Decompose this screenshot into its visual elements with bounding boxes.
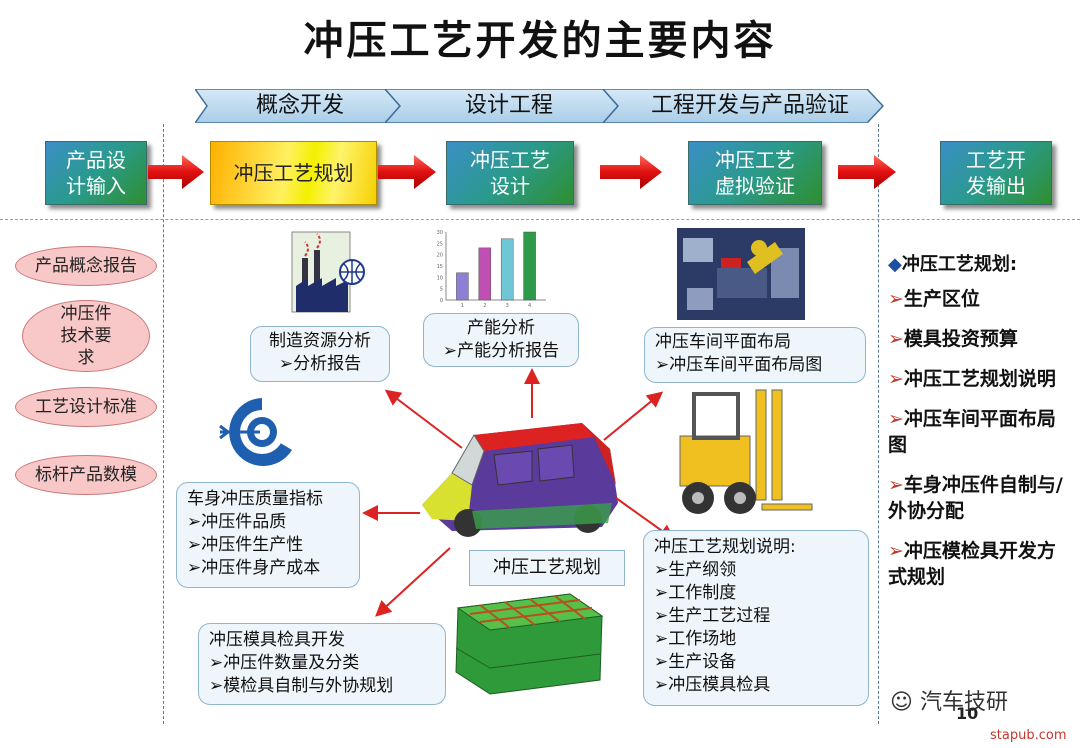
right-panel-item: ➢模具投资预算 xyxy=(888,328,1018,350)
arrowhead-icon: ➢ xyxy=(888,368,904,390)
flow-arrow-2 xyxy=(378,155,436,189)
right-panel-title: ◆冲压工艺规划: xyxy=(888,254,1018,275)
phase-chevron-concept xyxy=(195,89,402,123)
planning-description-title: 冲压工艺规划说明: xyxy=(654,537,796,557)
arrow-to-resource xyxy=(384,389,463,449)
mold-development-item: ➢模检具自制与外协规划 xyxy=(209,676,394,696)
planning-description-item: ➢工作场地 xyxy=(654,629,737,649)
arrow-to-layout xyxy=(603,391,664,441)
quality-index-item: ➢冲压件生产性 xyxy=(187,535,304,555)
stage-process-output: 工艺开发输出 xyxy=(940,141,1052,205)
workshop-layout-item: ➢冲压车间平面布局图 xyxy=(655,355,823,375)
right-panel-item: ➢冲压模检具开发方式规划 xyxy=(888,540,1056,588)
right-panel-item: ➢冲压车间平面布局图 xyxy=(888,408,1056,456)
arrowhead-icon: ➢ xyxy=(888,328,904,350)
car-body-image xyxy=(422,423,618,537)
stage-process-planning: 冲压工艺规划 xyxy=(210,141,377,205)
input-design-standard: 工艺设计标准 xyxy=(15,387,157,427)
right-panel-item: ➢车身冲压件自制与/外协分配 xyxy=(888,474,1063,522)
quality-index-item: ➢冲压件品质 xyxy=(187,512,287,532)
arrowhead-icon: ➢ xyxy=(888,474,904,496)
phase-chevron-bar xyxy=(195,89,885,123)
chart-ytick-label: 5 xyxy=(440,287,443,293)
diamond-icon: ◆ xyxy=(888,254,902,275)
center-label: 冲压工艺规划 xyxy=(469,550,625,586)
chart-ytick-label: 0 xyxy=(440,298,443,304)
chart-ytick-label: 25 xyxy=(437,241,443,247)
factory-icon xyxy=(291,231,365,313)
target-icon xyxy=(219,398,292,466)
chart-category-label: 1 xyxy=(461,303,464,308)
divider-horizontal xyxy=(0,219,1080,220)
flow-arrow-4 xyxy=(838,155,896,189)
quality-index-box: 车身冲压质量指标 ➢冲压件品质 ➢冲压件生产性 ➢冲压件身产成本 xyxy=(176,482,360,588)
forklift-image xyxy=(679,389,813,514)
page-number: 10 xyxy=(956,704,979,723)
chart-category-label: 3 xyxy=(506,303,509,308)
phase-design: 设计工程 xyxy=(464,93,553,118)
chart-ytick-label: 30 xyxy=(437,230,443,236)
page-title: 冲压工艺开发的主要内容 xyxy=(303,17,777,64)
flow-arrow-1 xyxy=(148,155,204,189)
watermark: ☺ 汽车技研 xyxy=(890,690,1008,715)
chart-bar xyxy=(478,247,492,301)
input-concept-report: 产品概念报告 xyxy=(15,246,157,286)
resource-analysis-title: 制造资源分析 xyxy=(269,331,371,351)
chart-category-label: 2 xyxy=(483,303,486,308)
chart-bar xyxy=(523,231,536,301)
arrowhead-icon: ➢ xyxy=(888,288,904,310)
capacity-analysis-box: 产能分析 ➢产能分析报告 xyxy=(423,313,579,367)
chart-category-label: 4 xyxy=(528,303,531,308)
arrowhead-icon: ➢ xyxy=(888,408,904,430)
phase-chevron-engineering xyxy=(601,89,885,123)
stamping-mold-image xyxy=(455,593,604,695)
mold-development-item: ➢冲压件数量及分类 xyxy=(209,653,360,673)
resource-analysis-box: 制造资源分析 ➢分析报告 xyxy=(250,326,390,382)
stage-product-input: 产品设计输入 xyxy=(45,141,147,205)
flow-arrow-3 xyxy=(600,155,662,189)
chart-ytick-label: 10 xyxy=(437,275,443,281)
stage-virtual-validation: 冲压工艺虚拟验证 xyxy=(688,141,822,205)
right-panel-item: ➢生产区位 xyxy=(888,288,980,310)
right-panel: ◆冲压工艺规划: ➢生产区位 ➢模具投资预算 ➢冲压工艺规划说明 ➢冲压车间平面… xyxy=(888,250,1068,590)
planning-description-item: ➢工作制度 xyxy=(654,583,737,603)
workshop-layout-box: 冲压车间平面布局 ➢冲压车间平面布局图 xyxy=(644,327,866,383)
phase-chevron-design xyxy=(383,89,620,123)
capacity-analysis-item: ➢产能分析报告 xyxy=(442,341,560,361)
flow-arrows xyxy=(148,155,896,189)
input-tech-requirements: 冲压件技术要求 xyxy=(22,300,150,372)
planning-description-item: ➢生产设备 xyxy=(654,652,737,672)
chart-ytick-label: 15 xyxy=(437,264,443,270)
capacity-bar-chart: 0 5 10 15 20 25 30 1 2 3 4 xyxy=(437,230,546,308)
wechat-icon: ☺ xyxy=(890,690,913,715)
phase-concept: 概念开发 xyxy=(255,93,344,118)
workshop-layout-image xyxy=(677,228,805,320)
chart-bar xyxy=(500,238,514,301)
workshop-layout-title: 冲压车间平面布局 xyxy=(655,332,791,352)
mold-development-box: 冲压模具检具开发 ➢冲压件数量及分类 ➢模检具自制与外协规划 xyxy=(198,623,446,705)
chart-ytick-label: 20 xyxy=(437,253,443,259)
planning-description-item: ➢生产工艺过程 xyxy=(654,606,771,626)
arrowhead-icon: ➢ xyxy=(888,540,904,562)
capacity-analysis-title: 产能分析 xyxy=(467,318,535,338)
site-url: stapub.com xyxy=(990,728,1067,743)
stage-process-design: 冲压工艺设计 xyxy=(446,141,574,205)
arrow-to-mold xyxy=(375,547,451,617)
phase-engineering: 工程开发与产品验证 xyxy=(650,93,849,118)
mold-development-title: 冲压模具检具开发 xyxy=(209,630,345,650)
divider-left xyxy=(163,124,164,724)
chart-bar xyxy=(456,272,469,301)
resource-analysis-item: ➢分析报告 xyxy=(278,354,362,374)
planning-description-box: 冲压工艺规划说明: ➢生产纲领 ➢工作制度 ➢生产工艺过程 ➢工作场地 ➢生产设… xyxy=(643,530,869,706)
input-benchmark-model: 标杆产品数模 xyxy=(15,455,157,495)
planning-description-item: ➢冲压模具检具 xyxy=(654,675,771,695)
planning-description-item: ➢生产纲领 xyxy=(654,560,737,580)
right-panel-item: ➢冲压工艺规划说明 xyxy=(888,368,1056,390)
quality-index-item: ➢冲压件身产成本 xyxy=(187,558,321,578)
divider-right xyxy=(878,124,879,724)
quality-index-title: 车身冲压质量指标 xyxy=(187,489,323,509)
